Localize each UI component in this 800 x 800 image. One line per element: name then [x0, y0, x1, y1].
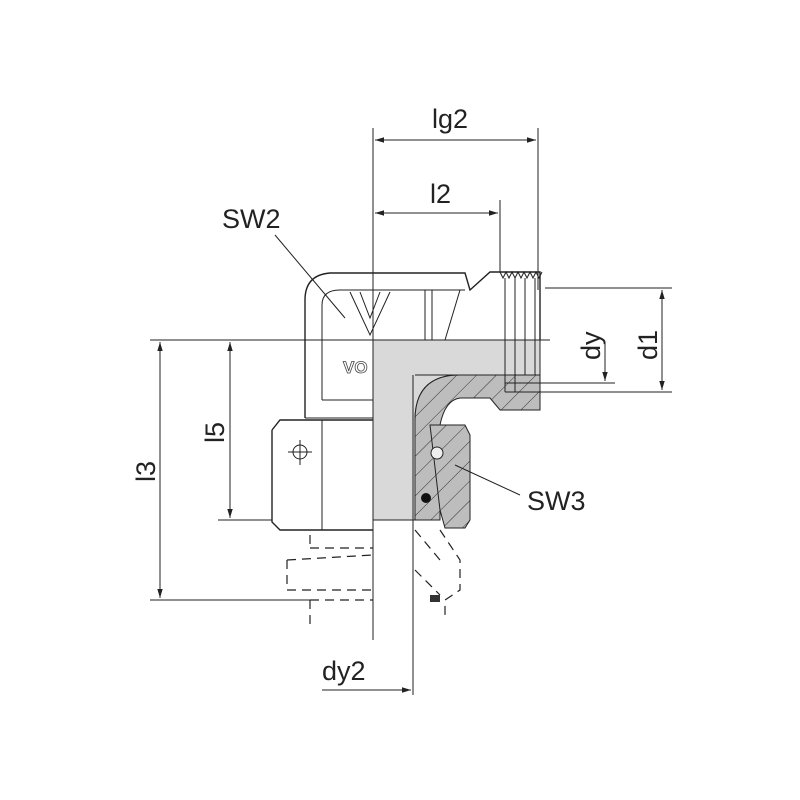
label-sw3: SW3: [527, 486, 586, 516]
label-dy: dy: [576, 331, 606, 360]
elbow-body: [304, 271, 541, 418]
vo-logo: VO: [343, 358, 368, 377]
label-l3: l3: [131, 461, 161, 482]
label-l2: l2: [430, 179, 451, 209]
label-dy2: dy2: [322, 656, 366, 686]
label-sw2: SW2: [222, 204, 281, 234]
hex-nut: [271, 419, 373, 531]
label-d1: d1: [633, 330, 663, 360]
thread: [499, 270, 543, 392]
v-logo-icon: [349, 291, 391, 337]
retaining-ring: [430, 446, 444, 460]
o-ring: [421, 493, 431, 503]
o-ring-lower: [430, 595, 440, 602]
hidden-stud-end: [286, 529, 461, 630]
label-lg2: lg2: [432, 104, 468, 134]
label-l5: l5: [200, 422, 230, 443]
